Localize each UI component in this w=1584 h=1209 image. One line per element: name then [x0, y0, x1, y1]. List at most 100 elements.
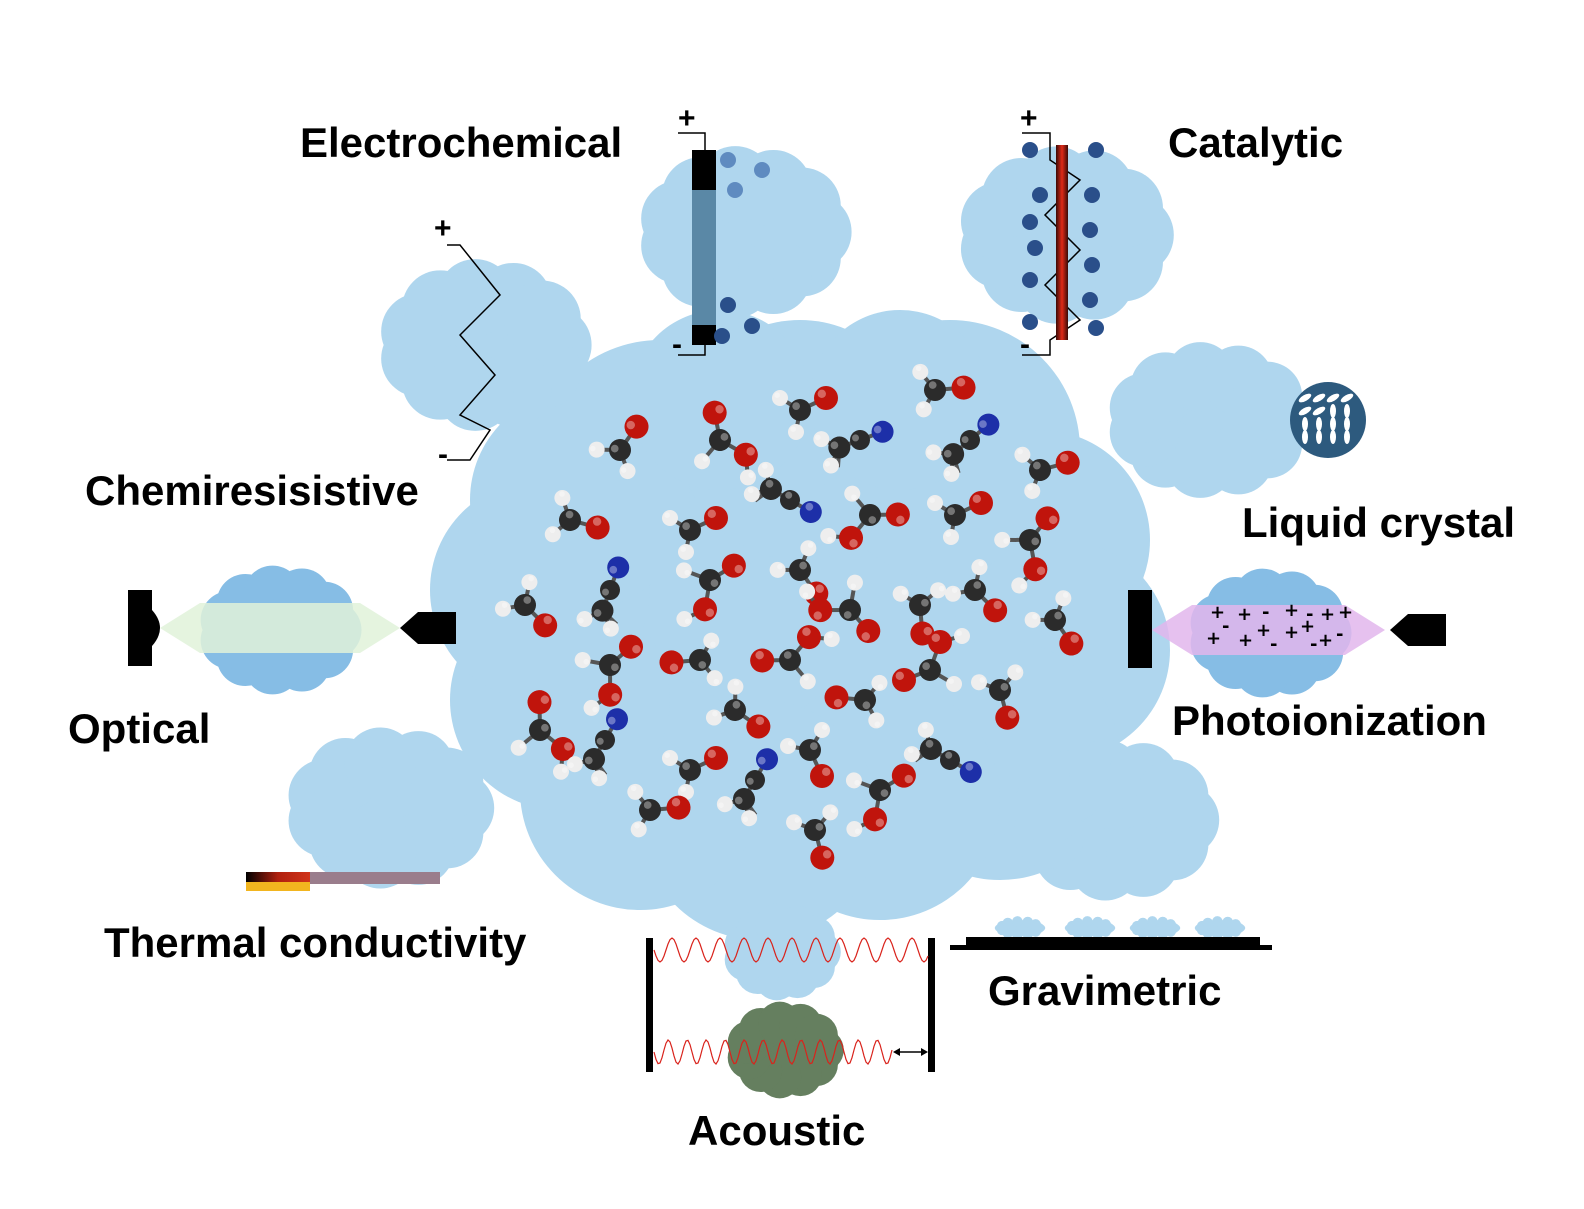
acoustic-lower-cloud: [727, 1001, 844, 1099]
ion-charge: -: [1336, 624, 1343, 645]
label-liquid-crystal: Liquid crystal: [1242, 499, 1516, 546]
atom: [574, 652, 591, 669]
atom: [733, 442, 758, 467]
atom: [799, 673, 816, 690]
atom: [588, 441, 605, 458]
molecule-icon: [659, 632, 723, 687]
atom: [964, 579, 986, 601]
cloud-puff: [763, 167, 841, 245]
lc-molecule: [1330, 404, 1336, 418]
atom: [619, 463, 636, 480]
label-optical: Optical: [68, 705, 211, 752]
atom-highlight: [583, 658, 590, 665]
atom: [743, 486, 760, 503]
atom: [951, 375, 976, 400]
gas-particle: [1022, 142, 1038, 158]
atom: [739, 469, 756, 486]
gas-particle: [1082, 292, 1098, 308]
atom-highlight: [774, 392, 780, 398]
atom-highlight: [1007, 710, 1017, 719]
molecule-icon: [510, 690, 575, 780]
atom-highlight: [715, 405, 724, 414]
atom-highlight: [734, 796, 743, 805]
gas-particle: [727, 182, 743, 198]
gas-particle: [1082, 222, 1098, 238]
cloud-puff: [630, 310, 810, 490]
atom-highlight: [543, 615, 552, 625]
atom-highlight: [1027, 484, 1033, 491]
cloud-puff: [1012, 916, 1023, 927]
atom-highlight: [862, 701, 871, 710]
ion-charge: +: [1206, 628, 1221, 649]
label-electrochemical: Electrochemical: [300, 119, 623, 166]
atom-highlight: [790, 426, 796, 432]
atom: [521, 574, 538, 591]
atom-highlight: [815, 584, 824, 593]
atom-highlight: [1062, 592, 1069, 598]
atom: [885, 502, 910, 527]
atom: [679, 759, 701, 781]
atom: [666, 795, 691, 820]
molecule-icon: [892, 628, 970, 692]
atom-highlight: [519, 743, 526, 749]
electrochemical-plus-sign: +: [678, 102, 696, 135]
molecule-icon: [813, 420, 894, 474]
atom: [662, 750, 678, 766]
atom-highlight: [931, 633, 940, 642]
gas-particle: [1088, 320, 1104, 336]
molecule-icon: [750, 625, 840, 690]
atom: [846, 821, 863, 838]
atom: [846, 574, 863, 591]
cloud-puff: [1157, 928, 1169, 940]
atom: [598, 682, 623, 707]
label-thermal-conductivity: Thermal conductivity: [104, 919, 527, 966]
atom-highlight: [827, 536, 833, 543]
gas-particle: [1032, 187, 1048, 203]
atom: [799, 739, 821, 761]
atom-highlight: [680, 546, 686, 552]
molecule-icon: [662, 506, 728, 560]
atom: [983, 598, 1008, 623]
sensor-devices: ++-+-+++-++-+++--: [128, 132, 1446, 1072]
atom: [727, 678, 744, 695]
atom-highlight: [634, 822, 640, 829]
atom: [1014, 446, 1031, 463]
atom-highlight: [609, 565, 618, 574]
atom: [591, 770, 608, 787]
atom: [796, 625, 821, 650]
gas-particle: [714, 328, 730, 344]
atom: [659, 650, 684, 675]
atom-highlight: [785, 491, 793, 499]
molecule-icon: [892, 582, 947, 646]
atom-highlight: [849, 539, 858, 548]
atom-highlight: [868, 516, 877, 524]
atom: [741, 810, 758, 827]
atom-highlight: [643, 801, 652, 809]
atom: [706, 670, 723, 687]
cloud-puff: [1136, 759, 1209, 832]
atom: [585, 515, 610, 540]
atom-highlight: [540, 695, 550, 704]
atom-highlight: [664, 512, 670, 518]
atom: [844, 485, 861, 502]
atom-highlight: [501, 602, 508, 608]
atom-highlight: [710, 579, 719, 587]
atom-highlight: [979, 420, 987, 428]
lc-molecule: [1344, 430, 1350, 444]
atom: [607, 556, 630, 579]
cloud-puff: [1157, 916, 1169, 928]
lc-molecule: [1344, 404, 1350, 418]
cloud-puff: [411, 747, 484, 820]
atom: [544, 526, 561, 543]
molecule-icon: [799, 574, 881, 644]
atom-highlight: [1020, 583, 1026, 590]
atom: [1007, 664, 1024, 681]
atom-highlight: [802, 592, 809, 598]
atom-highlight: [707, 749, 716, 758]
atom-highlight: [705, 608, 715, 617]
atom: [705, 709, 722, 726]
atom-highlight: [923, 626, 932, 636]
ion-charge: -: [1310, 634, 1317, 655]
atom-highlight: [973, 581, 982, 589]
